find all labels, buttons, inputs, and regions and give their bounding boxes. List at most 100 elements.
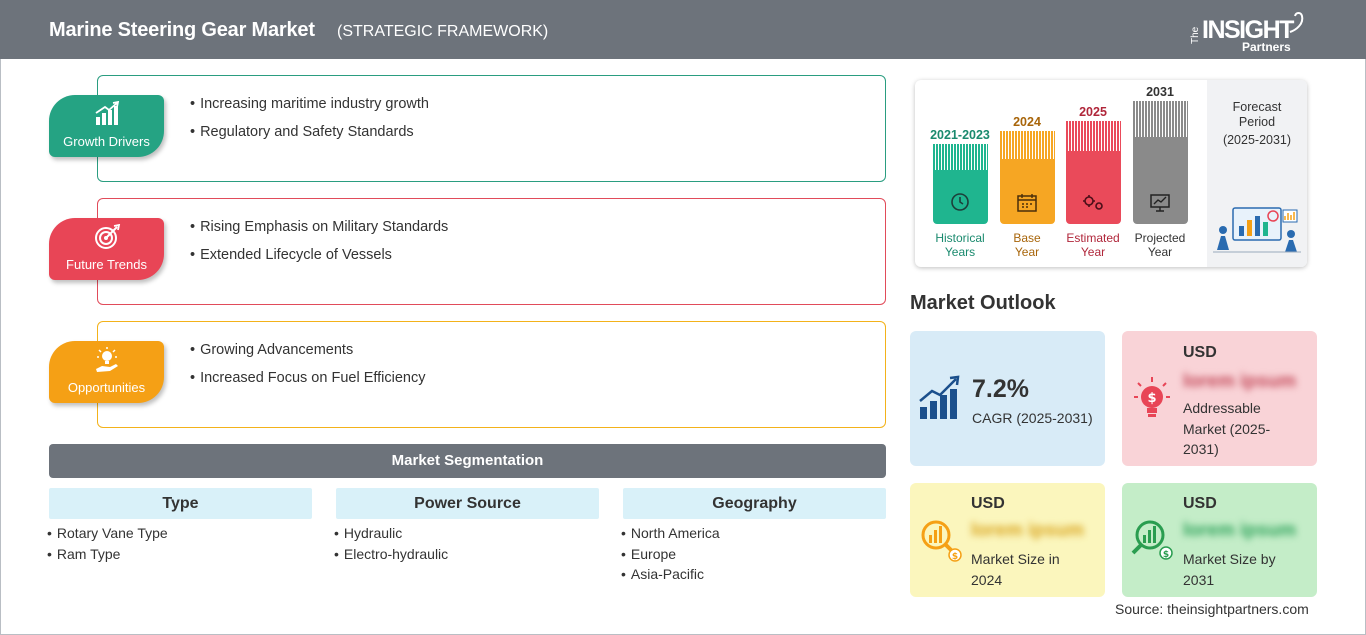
segment-header-power-source: Power Source [336, 488, 599, 519]
label-line: Estimated [1066, 231, 1120, 245]
bar-stripe [1066, 121, 1121, 151]
list-item: Electro-hydraulic [334, 546, 448, 567]
bar-stripe [1000, 131, 1055, 159]
opportunities-label: Opportunities [67, 380, 146, 395]
size-2031-value: lorem ipsum [1183, 520, 1296, 541]
growth-bars-icon [919, 375, 960, 419]
bar-estimated [1066, 121, 1121, 224]
growth-drivers-list: Increasing maritime industry growth Regu… [190, 96, 429, 152]
list-item: Rotary Vane Type [47, 525, 168, 546]
segment-header-type: Type [49, 488, 312, 519]
presentation-icon [1150, 194, 1170, 212]
label-estimated: Estimated Year [1058, 231, 1128, 259]
opportunities-box: Growing Advancements Increased Focus on … [97, 321, 886, 428]
gears-icon [1083, 195, 1103, 210]
magnifier-dollar-icon: $ [921, 520, 962, 562]
page-title: Marine Steering Gear Market [49, 19, 315, 41]
opportunities-list: Growing Advancements Increased Focus on … [190, 342, 425, 398]
market-size-2031-card: USD lorem ipsum $ Market Size by 2031 [1122, 483, 1317, 597]
lightbulb-hand-icon [96, 347, 118, 372]
addressable-label: Addressable Market (2025-2031) [1183, 400, 1271, 457]
page-subtitle: (STRATEGIC FRAMEWORK) [337, 23, 549, 40]
bar-historical [933, 144, 988, 224]
list-item: Increased Focus on Fuel Efficiency [190, 370, 425, 398]
addressable-value: lorem ipsum [1183, 371, 1296, 392]
market-outlook-title: Market Outlook [910, 292, 1056, 314]
logo-partners-text: Partners [1242, 40, 1291, 54]
list-item: Ram Type [47, 546, 168, 567]
clock-icon [951, 193, 969, 211]
forecast-range: (2025-2031) [1222, 133, 1292, 147]
insight-partners-logo[interactable]: The INSIGHT Partners [1190, 10, 1310, 54]
cagr-card: 7.2% CAGR (2025-2031) [910, 331, 1105, 466]
logo-insight-text: INSIGHT [1202, 16, 1294, 44]
svg-text:$: $ [1147, 391, 1156, 406]
forecast-period-panel: Forecast Period (2025-2031) [1207, 80, 1307, 267]
svg-text:$: $ [1163, 550, 1169, 560]
cagr-value: 7.2% [972, 375, 1029, 403]
timeline-panel: 2021-2023 Historical Years 2024 Base Yea… [915, 80, 1307, 267]
list-item: Extended Lifecycle of Vessels [190, 247, 448, 275]
label-historical: Historical Years [925, 231, 995, 259]
addressable-market-card: USD lorem ipsum $ Addressable Market (20… [1122, 331, 1317, 466]
list-item: Regulatory and Safety Standards [190, 124, 429, 152]
growth-drivers-box: Increasing maritime industry growth Regu… [97, 75, 886, 182]
list-item: Rising Emphasis on Military Standards [190, 219, 448, 247]
list-item: Growing Advancements [190, 342, 425, 370]
size-2024-currency: USD [971, 495, 1005, 512]
size-2024-value: lorem ipsum [971, 520, 1084, 541]
year-projected: 2031 [1146, 85, 1174, 99]
bar-base [1000, 131, 1055, 224]
list-item: Europe [621, 546, 720, 567]
size-2031-label: Market Size by 2031 [1183, 551, 1276, 588]
growth-chart-icon [95, 101, 120, 125]
growth-drivers-tag: Growth Drivers [49, 95, 164, 157]
year-historical: 2021-2023 [930, 128, 990, 142]
year-estimated: 2025 [1079, 105, 1107, 119]
list-item: North America [621, 525, 720, 546]
opportunities-tag: Opportunities [49, 341, 164, 403]
lightbulb-dollar-icon: $ [1134, 377, 1170, 417]
svg-text:$: $ [952, 552, 958, 562]
size-2031-currency: USD [1183, 495, 1217, 512]
future-trends-list: Rising Emphasis on Military Standards Ex… [190, 219, 448, 275]
future-trends-label: Future Trends [66, 257, 147, 272]
logo-the-text: The [1190, 26, 1201, 44]
year-base: 2024 [1013, 115, 1041, 129]
addressable-currency: USD [1183, 344, 1217, 361]
future-trends-tag: Future Trends [49, 218, 164, 280]
bar-stripe [1133, 101, 1188, 137]
label-line: Projected [1134, 231, 1186, 245]
forecast-title: Forecast Period [1207, 100, 1307, 130]
list-item: Increasing maritime industry growth [190, 96, 429, 124]
label-projected: Projected Year [1125, 231, 1195, 259]
list-item: Asia-Pacific [621, 566, 720, 587]
segment-list-power-source: Hydraulic Electro-hydraulic [334, 525, 448, 566]
cagr-label: CAGR (2025-2031) [972, 410, 1093, 426]
label-line: Base [1013, 231, 1041, 245]
header-bar: Marine Steering Gear Market (STRATEGIC F… [0, 0, 1366, 59]
bar-stripe [933, 144, 988, 170]
source-citation[interactable]: Source: theinsightpartners.com [1115, 601, 1309, 617]
label-line: Year [1080, 245, 1106, 259]
list-item: Hydraulic [334, 525, 448, 546]
label-line: Year [1014, 245, 1040, 259]
logo-swoosh-icon [1289, 12, 1304, 33]
segment-list-type: Rotary Vane Type Ram Type [47, 525, 168, 566]
label-line: Historical [935, 231, 985, 245]
future-trends-box: Rising Emphasis on Military Standards Ex… [97, 198, 886, 305]
analytics-team-icon [1213, 207, 1301, 253]
segment-list-geography: North America Europe Asia-Pacific [621, 525, 720, 587]
target-icon [95, 224, 121, 249]
bar-projected [1133, 101, 1188, 224]
segment-header-geography: Geography [623, 488, 886, 519]
market-segmentation-bar: Market Segmentation [49, 444, 886, 478]
label-line: Years [944, 245, 976, 259]
forecast-title-text: Forecast Period [1232, 100, 1282, 129]
calendar-icon [1017, 194, 1037, 212]
size-2024-label: Market Size in 2024 [971, 551, 1060, 588]
label-line: Year [1147, 245, 1173, 259]
label-base: Base Year [992, 231, 1062, 259]
market-size-2024-card: USD lorem ipsum $ Market Size in 2024 [910, 483, 1105, 597]
magnifier-dollar-green-icon: $ [1131, 520, 1173, 560]
